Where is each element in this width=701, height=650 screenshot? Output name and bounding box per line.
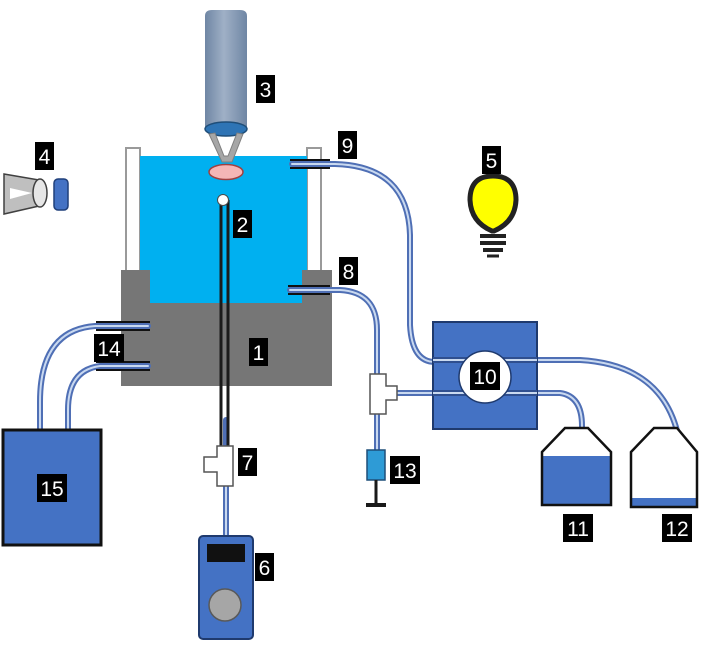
label-11: 11 [563,514,593,542]
label-3-text: 3 [260,79,272,102]
funnel-and-cap [3,173,69,215]
tank-left-wall [125,147,141,273]
controller-6 [198,535,254,640]
label-9-text: 9 [342,135,354,158]
label-5-text: 5 [486,150,498,173]
label-9: 9 [338,131,357,159]
label-6: 6 [255,553,274,581]
label-14-text: 14 [97,338,121,361]
syringe [366,449,386,507]
label-4-text: 4 [39,146,51,169]
port-fittings [96,159,330,371]
label-13-text: 13 [393,460,416,483]
label-10: 10 [470,362,500,390]
probe [217,194,230,446]
tee-connector-right [369,373,398,415]
label-13: 13 [390,456,420,484]
label-11-text: 11 [567,518,589,541]
label-14: 14 [94,334,124,362]
lamp-icon [467,173,519,258]
label-7: 7 [238,448,257,476]
label-12-text: 12 [665,518,688,541]
label-3: 3 [256,75,275,103]
label-10-text: 10 [473,366,496,389]
bottle-12 [629,426,700,509]
label-6-text: 6 [259,557,271,580]
label-15: 15 [37,474,67,502]
label-7-text: 7 [242,452,254,475]
cylinder-light-source [204,10,248,181]
label-1-text: 1 [253,342,265,365]
label-8: 8 [339,257,358,285]
label-2-text: 2 [237,214,249,237]
probe-tip [217,194,229,206]
bottle-11 [540,426,613,507]
label-1: 1 [249,338,268,366]
tank-water [140,156,307,304]
label-4: 4 [35,142,54,170]
label-12: 12 [662,514,692,542]
label-5: 5 [482,146,501,174]
label-2: 2 [233,210,252,238]
tee-connector-7 [203,445,234,487]
label-15-text: 15 [40,478,63,501]
label-8-text: 8 [343,261,355,284]
tubing [37,161,686,539]
